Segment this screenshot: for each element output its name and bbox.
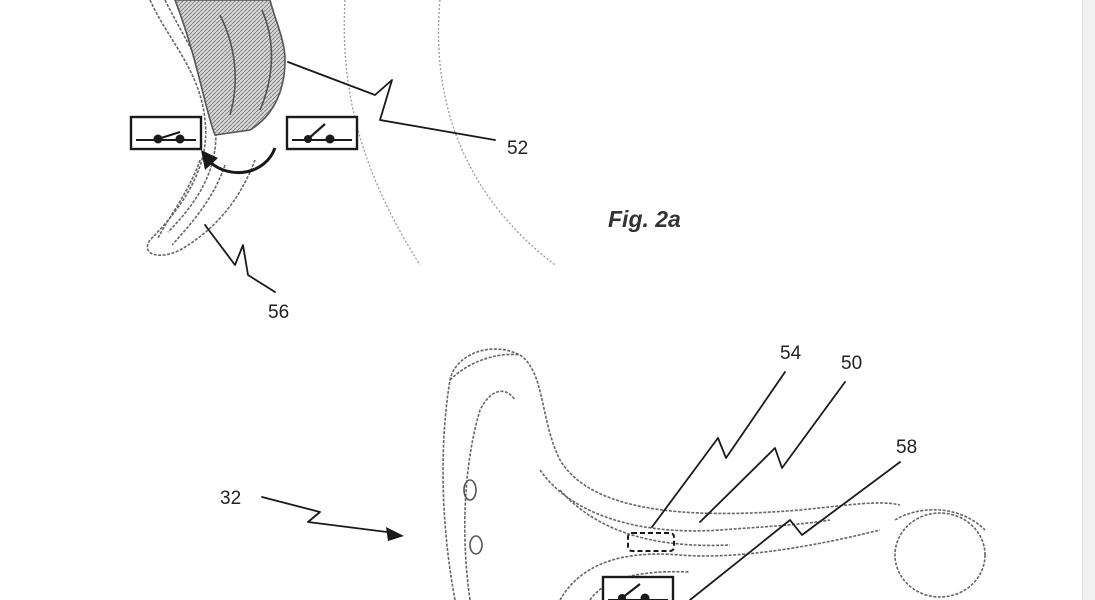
fig-2a-drawing: 52 56 Fig. 2a: [129, 0, 681, 323]
leader-32: [261, 496, 396, 534]
lever-body: [146, 0, 256, 256]
leader-52: [287, 61, 496, 141]
ref-numeral-58: 58: [896, 437, 917, 458]
shift-paddle-52: [174, 0, 286, 136]
leader-32-arrowhead: [386, 527, 404, 541]
actuation-arrow: [208, 147, 277, 175]
hood-lower-2: [589, 570, 691, 600]
leader-56: [204, 224, 276, 293]
body-detail-1: [463, 479, 477, 501]
ref-numeral-32: 32: [220, 488, 241, 509]
leader-58: [689, 461, 901, 600]
rim-arc-inner: [437, 0, 556, 266]
assembly-32-drawing: 54 50 58 32: [220, 343, 986, 600]
leader-50: [699, 381, 846, 523]
ref-numeral-56: 56: [268, 302, 289, 323]
hood-top: [449, 353, 521, 381]
leader-54: [651, 371, 786, 528]
lever-grip: [157, 159, 201, 239]
ref-numeral-54: 54: [780, 343, 802, 364]
switch-symbol-right: [285, 115, 359, 151]
hidden-button-54: [627, 532, 675, 552]
switch-symbol-left: [129, 115, 203, 151]
paddle-ridge: [219, 14, 236, 116]
hood-lower: [559, 529, 881, 600]
ref-numeral-50: 50: [841, 353, 862, 374]
body-detail-2: [469, 535, 483, 555]
figure-caption: Fig. 2a: [608, 206, 681, 232]
page-edge: [1082, 0, 1095, 600]
paddle-ridge-2: [259, 9, 273, 111]
lever-grip-2: [171, 164, 226, 246]
hood-inner: [463, 390, 516, 600]
actuation-arrowhead: [201, 150, 218, 170]
bar-clamp: [894, 512, 986, 598]
switch-symbol-lower: [601, 575, 675, 600]
bar-clamp-tail: [894, 508, 986, 531]
hood-channel-2: [559, 489, 731, 547]
rim-arc-outer: [343, 0, 421, 266]
hood-outer: [442, 348, 901, 600]
ref-numeral-52: 52: [507, 138, 528, 159]
